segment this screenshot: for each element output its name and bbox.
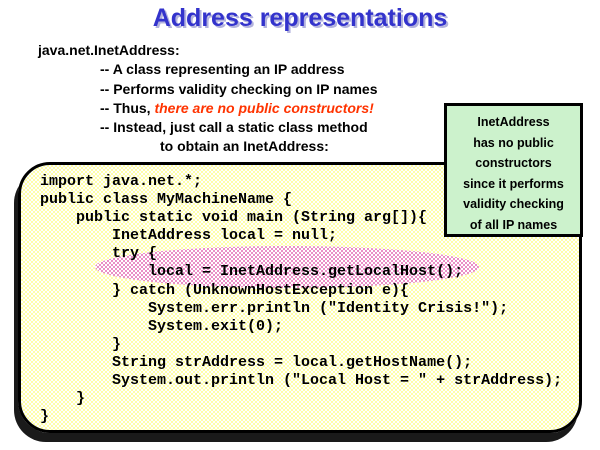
code-line-highlighted: local = InetAddress.getLocalHost(); [40, 263, 464, 281]
red-emphasis-text: there are no public constructors! [154, 99, 374, 116]
callout-line: validity checking [463, 197, 564, 211]
intro-heading: java.net.InetAddress: [38, 42, 180, 58]
bullet-line-5: to obtain an InetAddress: [160, 138, 329, 155]
code-line: System.exit(0); [40, 317, 284, 335]
bullet-line-3: -- Thus, there are no public constructor… [100, 99, 378, 118]
callout-line: has no public [473, 135, 554, 150]
slide-title: Address representations [152, 4, 448, 32]
code-line: System.out.println ("Local Host = " + st… [40, 372, 563, 390]
intro-block: java.net.InetAddress: -- A class represe… [38, 41, 378, 157]
highlight-ellipse [95, 246, 479, 288]
bullet-line-4: -- Instead, just call a static class met… [100, 119, 368, 136]
callout-line: since it performs [463, 176, 564, 191]
callout-line: InetAddress [477, 115, 550, 129]
code-line: } [40, 390, 86, 408]
code-line: InetAddress local = null; [40, 227, 338, 245]
bullet-line-1: -- A class representing an IP address [100, 61, 345, 78]
code-line: String strAddress = local.getHostName(); [40, 353, 473, 371]
bullet-3-prefix: -- Thus, [100, 99, 155, 116]
code-line: } catch (UnknownHostException e){ [40, 281, 410, 299]
code-line: public static void main (String arg[]){ [40, 209, 428, 227]
code-line: try { [40, 245, 158, 263]
callout-line: constructors [475, 156, 552, 170]
code-line: import java.net.*; [40, 173, 203, 190]
callout-box: InetAddress has no public constructors s… [444, 103, 583, 237]
code-line: } [40, 335, 122, 353]
bullet-line-2: -- Performs validity checking on IP name… [100, 80, 378, 97]
code-block: import java.net.*;public class MyMachine… [21, 165, 579, 426]
code-line: } [40, 408, 50, 426]
code-line: System.err.println ("Identity Crisis!"); [40, 299, 509, 317]
code-line: public class MyMachineName { [40, 191, 293, 209]
callout-line: of all IP names [469, 217, 558, 232]
